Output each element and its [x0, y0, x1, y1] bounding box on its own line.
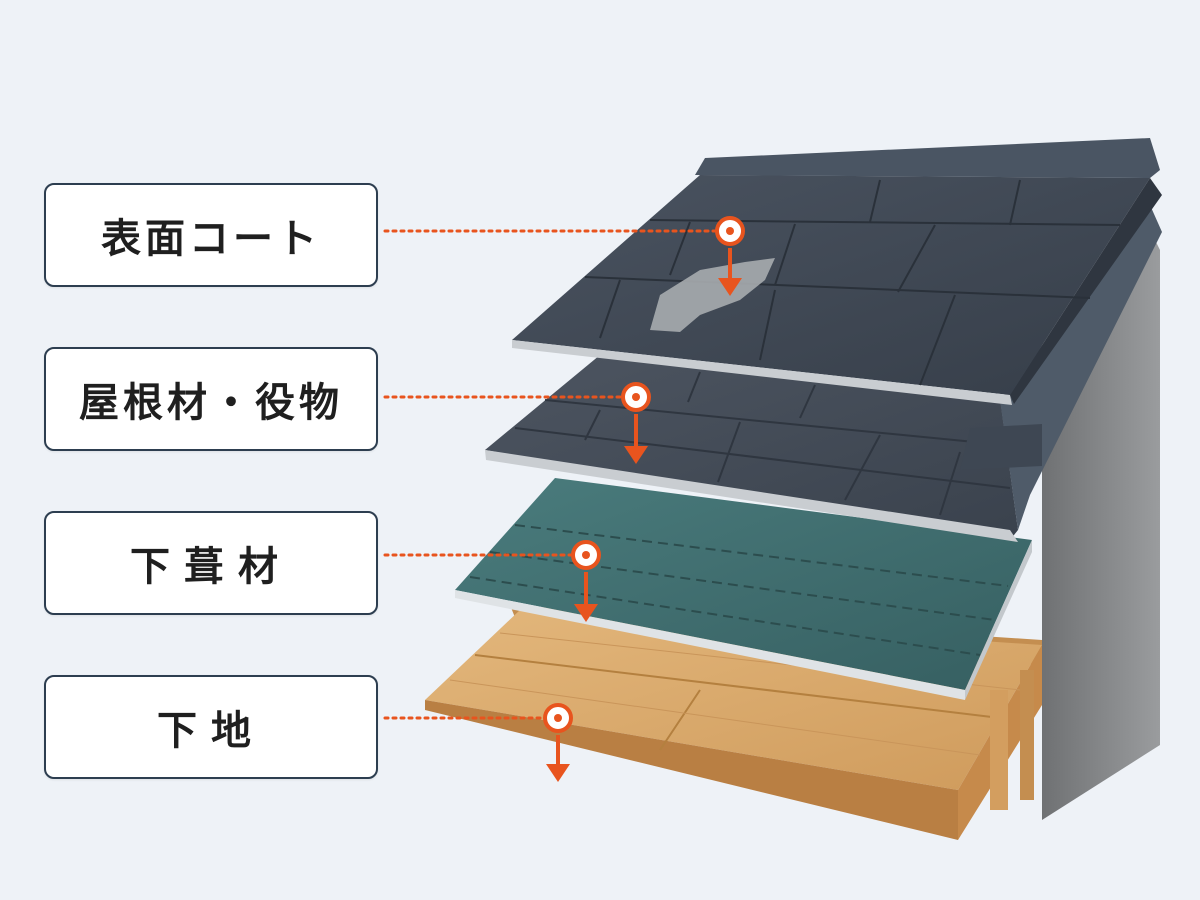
label-text: 表面コート	[101, 216, 321, 262]
label-substrate: 下地	[44, 675, 378, 779]
pointer-substrate	[383, 703, 573, 782]
underlayment-layer	[455, 478, 1032, 700]
layer-pointers	[383, 216, 745, 782]
label-text: 下葺材	[130, 544, 292, 590]
surface-coat-layer	[512, 138, 1162, 405]
label-roofing-trim: 屋根材・役物	[44, 347, 378, 451]
house-wall	[1042, 230, 1200, 900]
pointer-underlayment	[383, 540, 601, 622]
roofing-layer	[485, 205, 1162, 542]
pointer-surface-coat	[383, 216, 745, 296]
label-text: 下地	[157, 708, 265, 754]
pointer-roofing	[383, 382, 651, 464]
label-surface-coat: 表面コート	[44, 183, 378, 287]
label-text: 屋根材・役物	[79, 380, 343, 426]
label-underlayment: 下葺材	[44, 511, 378, 615]
